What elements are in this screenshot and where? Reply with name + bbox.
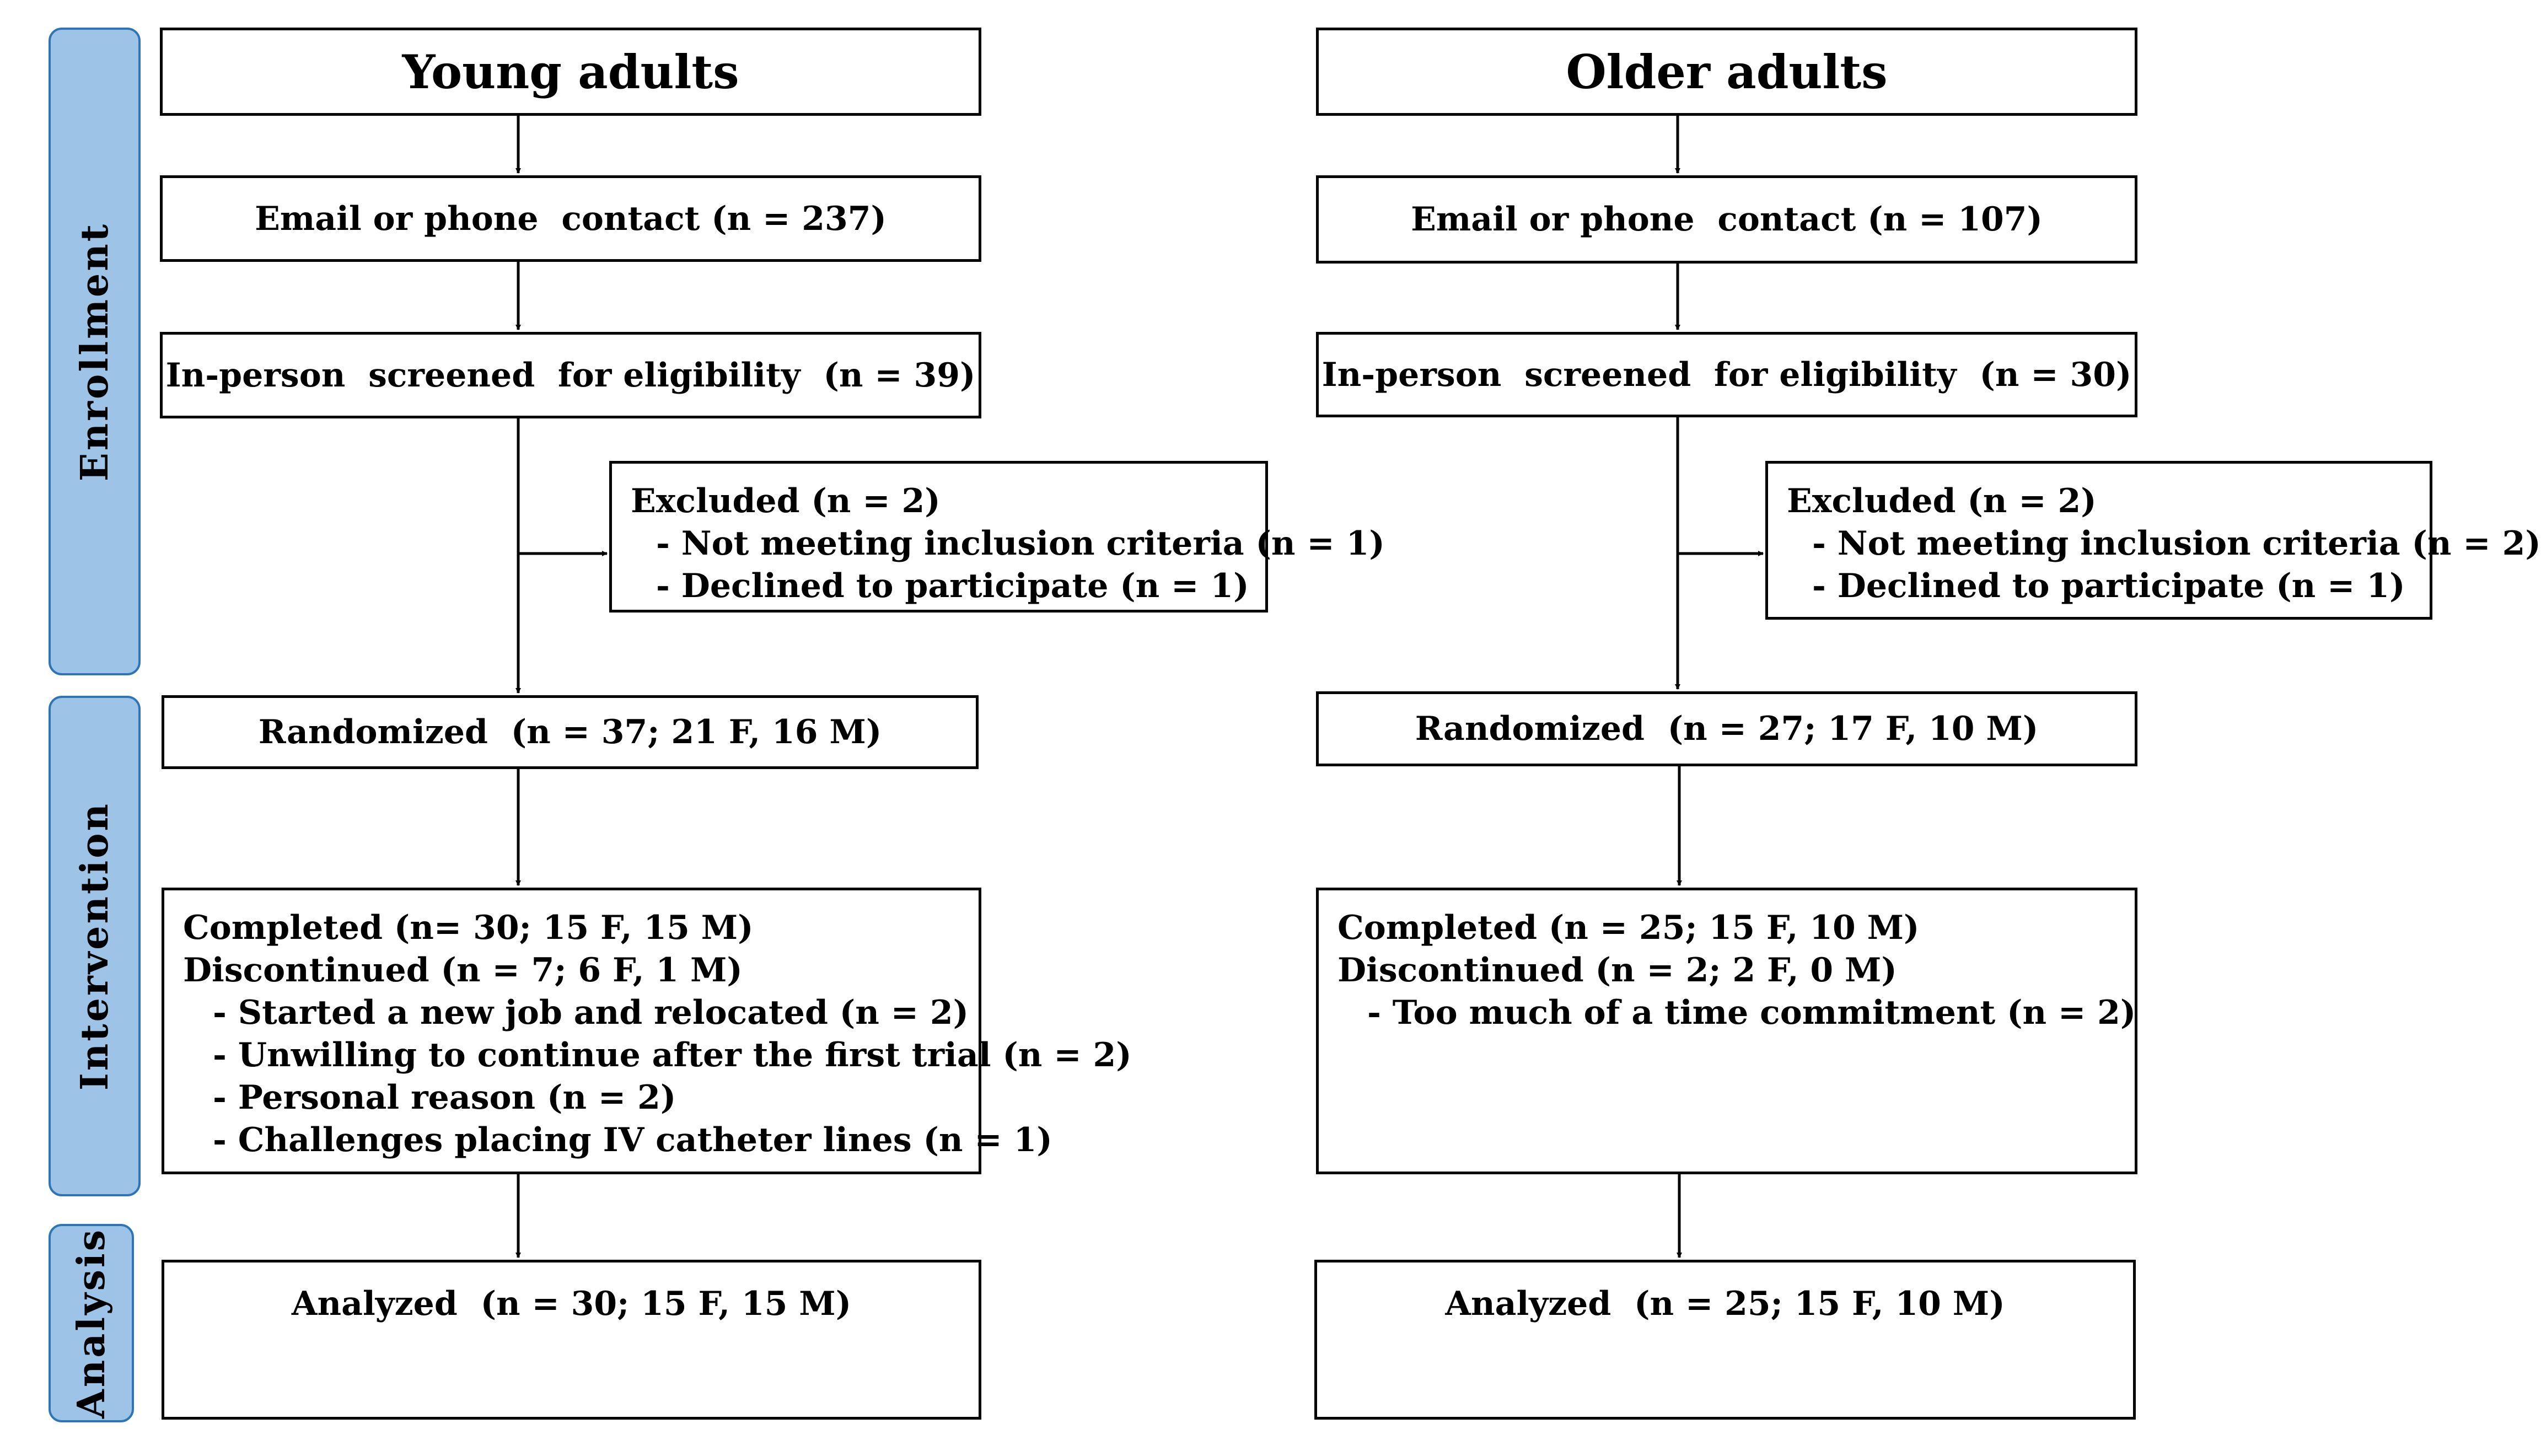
young-analyzed-box: Analyzed (n = 30; 15 F, 15 M) <box>162 1260 981 1420</box>
older-analyzed-box: Analyzed (n = 25; 15 F, 10 M) <box>1314 1260 2136 1420</box>
older-excluded-item: - Declined to participate (n = 1) <box>1812 567 2405 605</box>
young-analyzed-label: Analyzed (n = 30; 15 F, 15 M) <box>291 1285 852 1323</box>
older-contact-label: Email or phone contact (n = 107) <box>1411 200 2043 239</box>
young-excluded-header: Excluded (n = 2) <box>631 482 941 520</box>
young-screened-box: In-person screened for eligibility (n = … <box>160 332 981 418</box>
young-intervention-box: Completed (n= 30; 15 F, 15 M) Discontinu… <box>162 888 1132 1174</box>
young-screened-label: In-person screened for eligibility (n = … <box>165 356 976 395</box>
older-screened-box: In-person screened for eligibility (n = … <box>1316 332 2137 417</box>
older-completed-label: Completed (n = 25; 15 F, 10 M) <box>1337 909 1920 947</box>
older-randomized-label: Randomized (n = 27; 17 F, 10 M) <box>1415 710 2039 748</box>
young-discontinued-reason: - Unwilling to continue after the first … <box>213 1036 1132 1074</box>
young-title: Young adults <box>402 44 739 99</box>
consort-flow-diagram: Enrollment Intervention Analysis Young a… <box>49 28 2541 1422</box>
older-contact-box: Email or phone contact (n = 107) <box>1316 175 2137 264</box>
older-excluded-box: Excluded (n = 2) - Not meeting inclusion… <box>1765 461 2541 620</box>
older-excluded-item: - Not meeting inclusion criteria (n = 2) <box>1812 524 2541 563</box>
older-randomized-box: Randomized (n = 27; 17 F, 10 M) <box>1316 691 2137 766</box>
young-completed-label: Completed (n= 30; 15 F, 15 M) <box>183 909 754 947</box>
young-excluded-item: - Not meeting inclusion criteria (n = 1) <box>656 524 1385 563</box>
young-title-box: Young adults <box>160 28 981 116</box>
young-discontinued-reason: - Personal reason (n = 2) <box>213 1078 676 1117</box>
connector-arrows <box>515 116 1764 1258</box>
young-excluded-item: - Declined to participate (n = 1) <box>656 567 1249 605</box>
older-title: Older adults <box>1566 44 1888 99</box>
young-randomized-label: Randomized (n = 37; 21 F, 16 M) <box>258 713 882 751</box>
older-analyzed-label: Analyzed (n = 25; 15 F, 10 M) <box>1445 1285 2005 1323</box>
older-discontinued-reason: - Too much of a time commitment (n = 2) <box>1367 993 2136 1032</box>
older-intervention-box: Completed (n = 25; 15 F, 10 M) Discontin… <box>1316 888 2137 1174</box>
young-contact-label: Email or phone contact (n = 237) <box>255 199 887 238</box>
older-title-box: Older adults <box>1316 28 2137 116</box>
phase-analysis: Analysis <box>49 1224 134 1422</box>
young-discontinued-reason: - Challenges placing IV catheter lines (… <box>213 1121 1052 1159</box>
young-discontinued-label: Discontinued (n = 7; 6 F, 1 M) <box>183 951 743 990</box>
young-contact-box: Email or phone contact (n = 237) <box>160 175 981 262</box>
young-randomized-box: Randomized (n = 37; 21 F, 16 M) <box>162 695 979 769</box>
young-discontinued-reason: - Started a new job and relocated (n = 2… <box>213 993 969 1032</box>
phase-enrollment: Enrollment <box>49 28 141 675</box>
phase-intervention: Intervention <box>49 696 141 1196</box>
older-discontinued-label: Discontinued (n = 2; 2 F, 0 M) <box>1337 951 1897 990</box>
older-screened-label: In-person screened for eligibility (n = … <box>1321 355 2132 394</box>
young-excluded-box: Excluded (n = 2) - Not meeting inclusion… <box>609 461 1385 613</box>
older-excluded-header: Excluded (n = 2) <box>1787 482 2097 520</box>
